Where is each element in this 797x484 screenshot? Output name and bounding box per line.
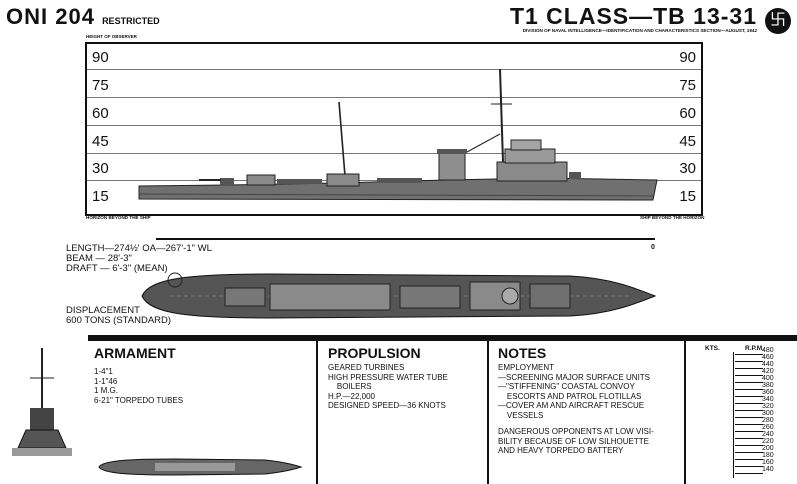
grid-line — [87, 69, 701, 70]
dimensions-block: LENGTH—274½' OA—267'-1" WL BEAM — 28'-3"… — [66, 244, 212, 274]
page-subtitle: DIVISION OF NAVAL INTELLIGENCE—IDENTIFIC… — [522, 28, 757, 33]
tick-left-75: 75 — [92, 77, 109, 94]
rpm-tick — [735, 410, 763, 411]
rpm-value: 480 — [762, 347, 774, 354]
ship-profile-illustration — [138, 68, 658, 201]
column-divider — [487, 341, 489, 484]
grid-line — [87, 125, 701, 126]
tick-right-30: 30 — [679, 160, 696, 177]
rpm-value: 160 — [762, 459, 774, 466]
rpm-tick — [735, 445, 763, 446]
rpm-value: 460 — [762, 354, 774, 361]
rpm-value: 360 — [762, 389, 774, 396]
page-title: T1 CLASS—TB 13-31 — [509, 3, 757, 29]
rpm-tick — [735, 438, 763, 439]
rpm-value: 260 — [762, 424, 774, 431]
rpm-tick — [735, 431, 763, 432]
grid-line — [87, 153, 701, 154]
draft-text: DRAFT — 6'-3" (MEAN) — [66, 263, 168, 274]
rpm-value: 380 — [762, 382, 774, 389]
ship-plan-illustration — [141, 272, 657, 319]
ship-plan-thumbnail — [98, 458, 303, 476]
tick-right-90: 90 — [679, 49, 696, 66]
column-divider — [316, 341, 318, 484]
tick-left-30: 30 — [92, 160, 109, 177]
rpm-tick — [735, 473, 763, 474]
rpm-tick — [735, 361, 763, 362]
propulsion-text: GEARED TURBINES HIGH PRESSURE WATER TUBE… — [328, 363, 448, 411]
elevation-chart: 90 75 60 45 30 15 90 75 60 45 30 15 — [85, 42, 703, 216]
tick-left-45: 45 — [92, 133, 109, 150]
rpm-value: 140 — [762, 466, 774, 473]
document-id: ONI 204 RESTRICTED — [6, 4, 160, 29]
height-of-observer-label: HEIGHT OF OBSERVER — [86, 34, 137, 39]
section-rule — [88, 335, 797, 341]
rpm-tick — [735, 403, 763, 404]
tick-right-45: 45 — [679, 133, 696, 150]
rpm-value: 180 — [762, 452, 774, 459]
scale-bar — [156, 238, 655, 240]
tick-left-15: 15 — [92, 188, 109, 205]
rpm-value: 200 — [762, 445, 774, 452]
rpm-tick — [735, 459, 763, 460]
tick-right-15: 15 — [679, 188, 696, 205]
notes-employment: EMPLOYMENT —SCREENING MAJOR SURFACE UNIT… — [498, 363, 651, 420]
kts-label: KTS. — [705, 345, 720, 352]
armament-list: 1-4"1 1-1"46 1 M.G. 6-21" TORPEDO TUBES — [94, 367, 184, 405]
column-divider — [684, 341, 686, 484]
scale-zero-label: 0 — [651, 244, 655, 251]
displacement-value: 600 TONS (STANDARD) — [66, 315, 172, 326]
rpm-tick — [735, 417, 763, 418]
rpm-tick — [735, 375, 763, 376]
rpm-value: 320 — [762, 403, 774, 410]
rpm-value: 300 — [762, 410, 774, 417]
rpm-value: 400 — [762, 375, 774, 382]
displacement-block: DISPLACEMENT 600 TONS (STANDARD) — [66, 306, 171, 326]
notes-heading: NOTES — [498, 345, 547, 361]
rpm-value: 240 — [762, 431, 774, 438]
propulsion-heading: PROPULSION — [328, 345, 421, 361]
notes-warning: DANGEROUS OPPONENTS AT LOW VISI- BILITY … — [498, 427, 654, 456]
rpm-tick — [735, 466, 763, 467]
rpm-value: 220 — [762, 438, 774, 445]
rpm-label: R.P.M. — [745, 345, 765, 352]
rpm-tick — [735, 389, 763, 390]
ship-beyond-horizon-caption: SHIP BEYOND THE HORIZON — [640, 215, 705, 220]
rpm-tick — [735, 382, 763, 383]
rpm-value: 280 — [762, 417, 774, 424]
length-text: LENGTH—274½' OA—267'-1" WL — [66, 243, 212, 254]
speed-scale-line — [733, 352, 734, 478]
displacement-label: DISPLACEMENT — [66, 305, 140, 316]
rpm-tick — [735, 368, 763, 369]
tick-right-75: 75 — [679, 77, 696, 94]
armament-heading: ARMAMENT — [94, 345, 176, 361]
rpm-tick — [735, 354, 763, 355]
ship-bow-view-illustration — [12, 348, 72, 456]
swastika-emblem-icon: 卐 — [765, 8, 791, 34]
rpm-tick — [735, 396, 763, 397]
tick-left-60: 60 — [92, 105, 109, 122]
grid-line — [87, 97, 701, 98]
rpm-value: 420 — [762, 368, 774, 375]
classification-label: RESTRICTED — [102, 16, 160, 26]
tick-right-60: 60 — [679, 105, 696, 122]
tick-left-90: 90 — [92, 49, 109, 66]
rpm-tick — [735, 452, 763, 453]
rpm-value: 440 — [762, 361, 774, 368]
beam-text: BEAM — 28'-3" — [66, 253, 132, 264]
rpm-tick — [735, 424, 763, 425]
horizon-beyond-ship-caption: HORIZON BEYOND THE SHIP — [86, 215, 151, 220]
rpm-value: 340 — [762, 396, 774, 403]
